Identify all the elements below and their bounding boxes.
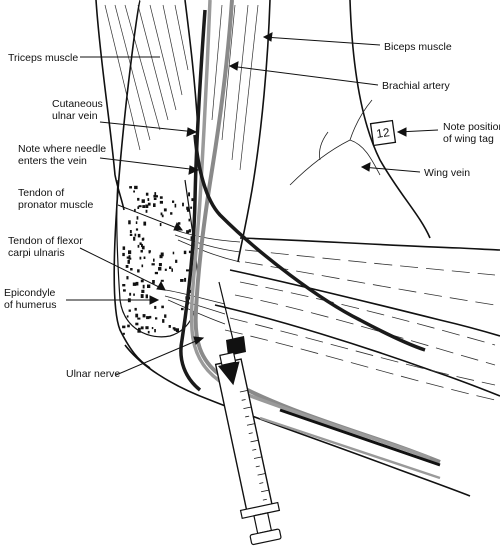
basilic-vein: [193, 134, 426, 352]
wing-tag: 12: [369, 119, 397, 147]
label-biceps: Biceps muscle: [384, 41, 452, 53]
forearm-fibres: [224, 249, 496, 401]
label-brachial-artery: Brachial artery: [382, 80, 450, 92]
needle-hub: [226, 336, 246, 356]
lower-forearm-edge: [124, 344, 471, 497]
epicondyle-stipple: [122, 185, 194, 335]
syringe-plunger: [253, 512, 273, 535]
label-cutaneous-1: Cutaneous: [52, 98, 103, 110]
label-epicondyle-1: Epicondyle: [4, 287, 56, 299]
label-wing-tag-1: Note position: [443, 121, 500, 133]
triceps-outline: [95, 0, 116, 176]
labels: Triceps muscle Biceps muscle Brachial ar…: [4, 41, 500, 380]
flow-indicator: [218, 361, 240, 386]
label-triceps: Triceps muscle: [8, 52, 78, 64]
wing-edge: [349, 0, 431, 239]
label-needle-2: enters the vein: [18, 155, 87, 167]
cutaneous-ulnar-vein: [179, 9, 207, 392]
forearm-muscles: [214, 237, 500, 397]
tendon-pronator: [174, 229, 241, 263]
upper-arm-fibres: [104, 4, 259, 171]
biceps-outline: [237, 0, 271, 263]
label-flexor-2: carpi ulnaris: [8, 247, 65, 259]
elbow-outline: [113, 0, 151, 369]
upper-arm: [95, 0, 271, 263]
forearm-mid-edge: [229, 269, 500, 337]
label-wing-tag-2: of wing tag: [443, 133, 494, 145]
label-flexor-1: Tendon of flexor: [8, 235, 83, 247]
wing-skin: [113, 0, 471, 497]
label-pronator-2: pronator muscle: [18, 199, 93, 211]
label-wing-vein: Wing vein: [424, 167, 470, 179]
label-cutaneous-2: ulnar vein: [52, 110, 98, 122]
forearm-lower-edge: [214, 304, 500, 397]
label-pronator-1: Tendon of: [18, 187, 64, 199]
label-ulnar-nerve: Ulnar nerve: [66, 368, 120, 380]
wing-vein-branches: [289, 99, 381, 186]
barrel-graduations: [239, 389, 270, 501]
leader-lines: [66, 32, 439, 376]
label-needle-1: Note where needle: [18, 143, 106, 155]
wing-tag-number: 12: [375, 125, 390, 141]
plunger-thumb: [249, 528, 282, 546]
syringe: [214, 281, 282, 546]
label-epicondyle-2: of humerus: [4, 299, 57, 311]
forearm-top-edge: [239, 237, 500, 251]
ulnar-nerve: [189, 0, 431, 460]
radius-ulna: [259, 408, 441, 480]
syringe-barrel: [214, 358, 274, 513]
wing-tag-box: [369, 119, 397, 147]
